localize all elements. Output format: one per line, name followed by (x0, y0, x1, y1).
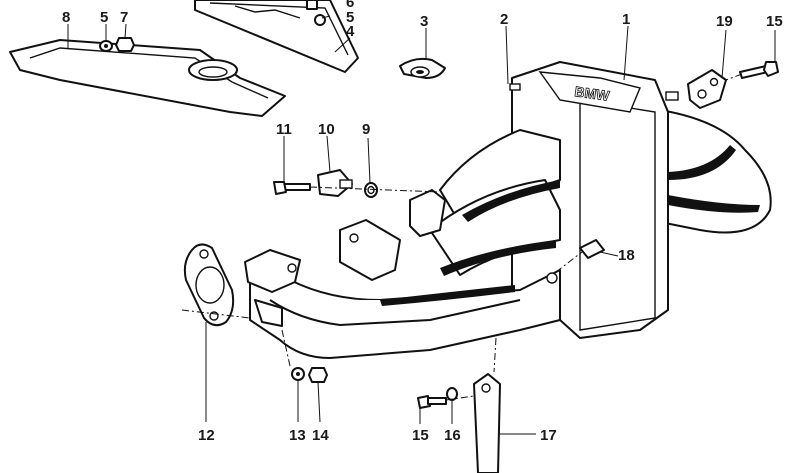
callout-3: 3 (420, 13, 428, 30)
support-bracket-17 (473, 373, 501, 473)
callout-8: 8 (62, 9, 70, 26)
nut-7 (115, 37, 135, 52)
bmw-logo-cast: BMW (574, 83, 612, 104)
callout-16: 16 (444, 427, 461, 444)
gasket-ring-9 (364, 182, 378, 198)
bolt-15-lower (417, 395, 447, 409)
callout-9: 9 (362, 121, 370, 138)
heat-shield-plate (9, 39, 286, 117)
callout-7: 7 (120, 9, 128, 26)
callout-11: 11 (276, 121, 292, 138)
callout-12: 12 (198, 427, 215, 444)
callout-6: 6 (346, 0, 354, 11)
callout-17: 17 (540, 427, 557, 444)
bolt-11 (273, 181, 311, 195)
callout-5a: 5 (100, 9, 108, 26)
nut-14 (308, 367, 328, 383)
callout-15b: 15 (412, 427, 429, 444)
callout-4: 4 (346, 23, 355, 40)
plug-part-18 (546, 239, 605, 284)
clip-part-3 (399, 57, 446, 79)
bolt-15-upper (739, 61, 779, 79)
flange-gasket-12 (183, 243, 235, 327)
bracket-part-19 (687, 69, 727, 109)
washer-5 (99, 40, 113, 52)
callout-19: 19 (716, 13, 733, 30)
callout-18: 18 (618, 247, 635, 264)
washer-16 (446, 387, 458, 401)
sensor-part-10 (317, 169, 353, 197)
callout-13: 13 (289, 427, 306, 444)
callout-15a: 15 (766, 13, 783, 30)
callout-5b: 5 (346, 9, 354, 26)
exhaust-manifold-body: BMW (244, 61, 772, 359)
leader-lines (67, 15, 776, 435)
callout-14: 14 (312, 427, 329, 444)
washer-13 (291, 367, 305, 381)
callout-10: 10 (318, 121, 335, 138)
callout-2: 2 (500, 11, 508, 28)
callout-1: 1 (622, 11, 630, 28)
callout-labels: 1 2 3 4 5 5 6 7 8 9 10 11 12 13 14 15 15… (62, 0, 783, 444)
